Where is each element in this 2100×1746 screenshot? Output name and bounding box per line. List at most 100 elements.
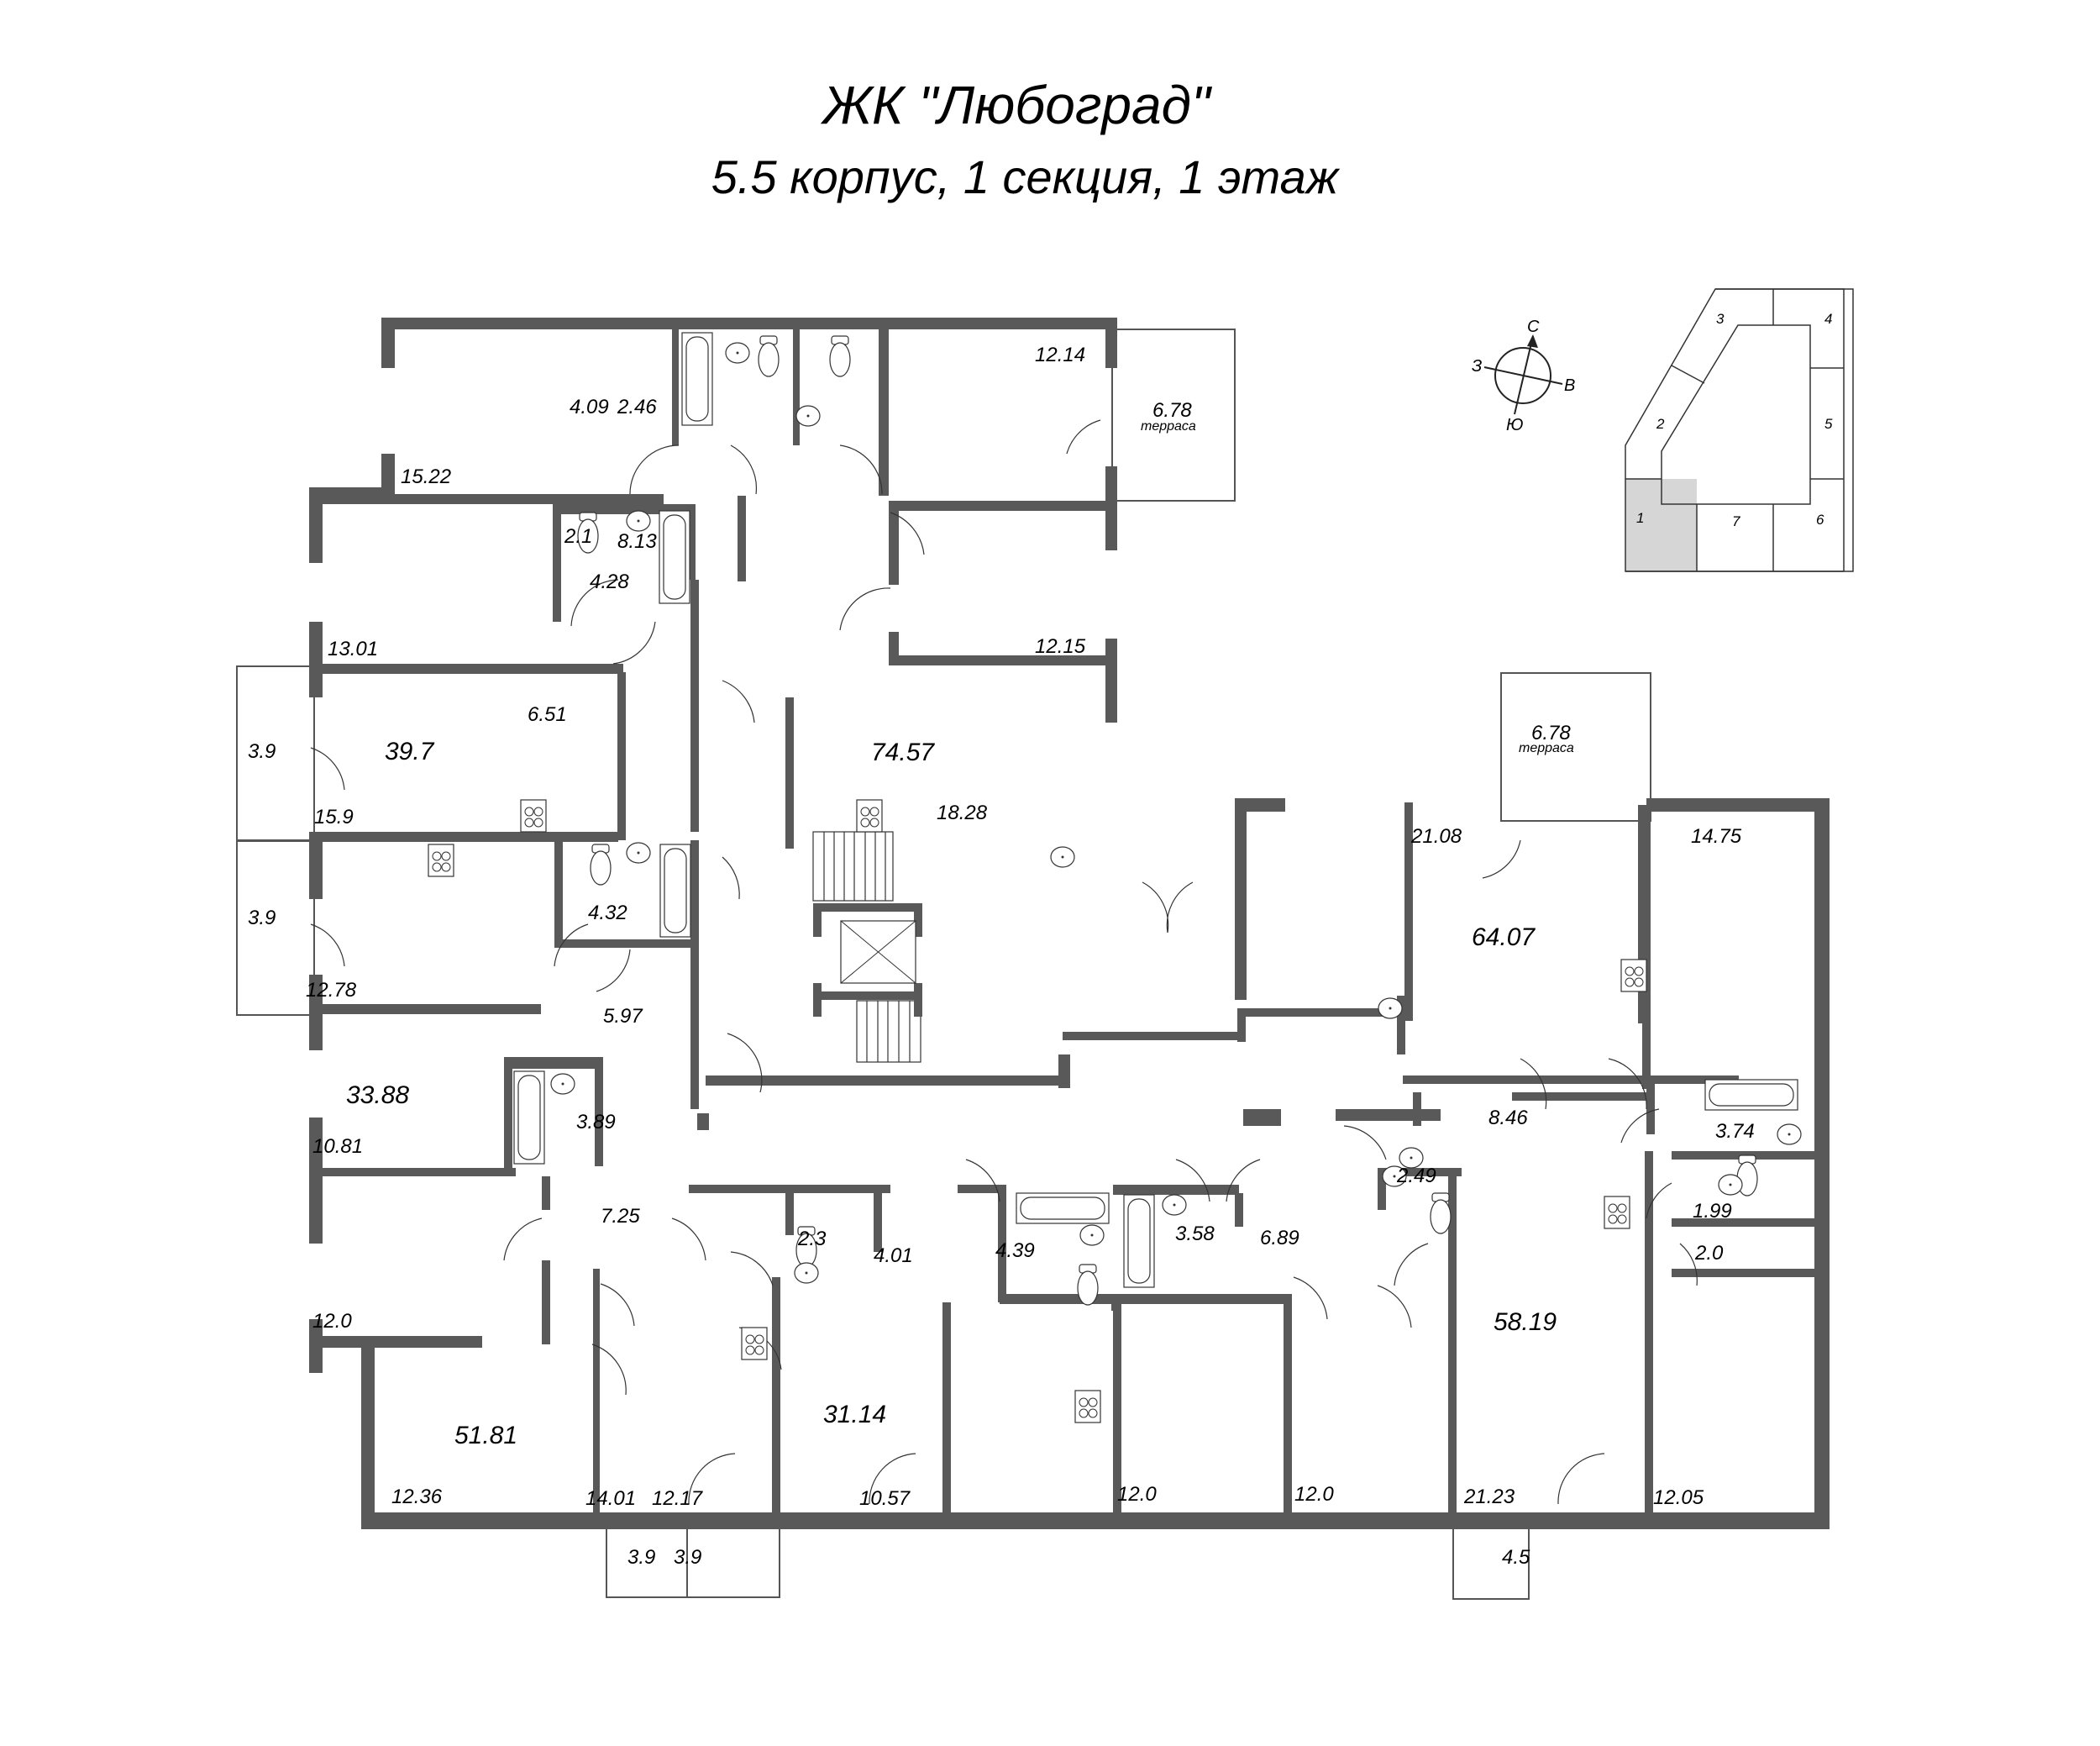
key-plan-label-6: 6 xyxy=(1816,512,1824,528)
apartment-total-area: 64.07 xyxy=(1472,923,1536,951)
compass-north: С xyxy=(1527,318,1540,336)
bathtub-icon xyxy=(1123,1194,1155,1288)
area-label: 10.57 xyxy=(859,1487,911,1510)
area-label: 10.81 xyxy=(312,1135,363,1158)
area-label: 7.25 xyxy=(601,1205,640,1228)
area-label: 12.15 xyxy=(1035,635,1086,658)
area-label: 12.0 xyxy=(312,1310,352,1333)
area-label: 2.46 xyxy=(617,396,657,418)
terrace-label: терраса xyxy=(1519,741,1574,755)
area-label: 5.97 xyxy=(603,1005,643,1028)
compass-icon: С З В Ю xyxy=(1472,318,1575,434)
area-label: 6.51 xyxy=(528,703,567,726)
area-label: 12.0 xyxy=(1294,1483,1334,1506)
area-label: 8.46 xyxy=(1488,1107,1528,1129)
key-plan: 1 2 3 4 5 6 7 xyxy=(1625,288,1854,572)
toilet-icon xyxy=(1077,1264,1099,1306)
sink-icon xyxy=(1050,846,1075,868)
area-label: 4.09 xyxy=(570,396,609,418)
key-plan-label-3: 3 xyxy=(1716,311,1725,327)
area-label: 14.75 xyxy=(1691,825,1742,848)
walls xyxy=(309,318,1830,1529)
compass-south: Ю xyxy=(1506,416,1523,434)
stove-icon xyxy=(856,799,883,833)
complex-title: ЖК "Любоград" xyxy=(822,75,1210,135)
terrace-area-label: 6.78 xyxy=(1531,722,1571,744)
compass-west: З xyxy=(1472,357,1482,376)
stairwell xyxy=(812,831,921,1063)
sink-icon xyxy=(1162,1194,1187,1216)
area-label: 12.0 xyxy=(1117,1483,1157,1506)
apartment-total-area: 51.81 xyxy=(454,1422,517,1449)
toilet-icon xyxy=(829,335,851,377)
toilet-icon xyxy=(1430,1192,1452,1234)
bathtub-icon xyxy=(1704,1079,1798,1111)
area-label: 21.23 xyxy=(1463,1486,1515,1508)
area-label: 4.39 xyxy=(995,1239,1035,1262)
apartment-total-area: 33.88 xyxy=(346,1081,409,1109)
sink-icon xyxy=(795,405,821,427)
area-label: 12.14 xyxy=(1035,344,1085,366)
area-label: 4.01 xyxy=(874,1244,913,1267)
area-label: 3.74 xyxy=(1715,1120,1755,1143)
area-label: 4.32 xyxy=(588,902,627,924)
terrace-area-label: 6.78 xyxy=(1152,399,1192,422)
doors xyxy=(310,419,1698,1505)
stove-icon xyxy=(1604,1196,1630,1229)
area-label: 1.99 xyxy=(1693,1200,1732,1223)
sink-icon xyxy=(626,842,651,864)
apartment-total-area: 31.14 xyxy=(823,1401,886,1428)
balconies xyxy=(236,329,1651,1600)
area-label: 6.89 xyxy=(1260,1227,1299,1249)
balcony-area-label: 4.5 xyxy=(1502,1546,1530,1569)
toilet-icon xyxy=(758,335,780,377)
balcony-area-label: 3.9 xyxy=(248,907,276,929)
stove-icon xyxy=(520,799,547,833)
area-label: 8.13 xyxy=(617,530,657,553)
stove-icon xyxy=(1620,959,1647,992)
area-label: 18.28 xyxy=(937,802,988,824)
key-plan-section-1-highlight xyxy=(1625,479,1697,571)
bathtub-icon xyxy=(659,510,690,604)
area-label: 12.36 xyxy=(391,1486,443,1508)
elevator-shaft xyxy=(813,903,922,1017)
area-label: 15.22 xyxy=(401,465,451,488)
sink-icon xyxy=(1079,1224,1105,1246)
bathtub-icon xyxy=(659,844,691,938)
floor-subtitle: 5.5 корпус, 1 секция, 1 этаж xyxy=(711,150,1339,203)
key-plan-label-5: 5 xyxy=(1824,416,1833,432)
balcony-area-label: 3.9 xyxy=(248,740,276,763)
sink-icon xyxy=(794,1262,819,1284)
terrace-label: терраса xyxy=(1141,419,1196,434)
bathtub-icon xyxy=(513,1070,545,1165)
area-label: 2.49 xyxy=(1396,1165,1436,1187)
area-label: 3.58 xyxy=(1175,1223,1215,1245)
balcony-area-label: 3.9 xyxy=(674,1546,701,1569)
stove-icon xyxy=(428,844,454,877)
stove-icon xyxy=(741,1327,768,1360)
area-label: 2.1 xyxy=(564,525,592,548)
bathtub-icon xyxy=(681,332,713,426)
key-plan-label-7: 7 xyxy=(1732,513,1740,529)
apartment-total-area: 39.7 xyxy=(385,738,435,765)
area-label: 4.28 xyxy=(590,571,629,593)
key-plan-label-1: 1 xyxy=(1636,510,1644,526)
area-label: 15.9 xyxy=(314,806,354,828)
sink-icon xyxy=(550,1073,575,1095)
toilet-icon xyxy=(590,844,612,886)
area-label: 12.05 xyxy=(1653,1486,1704,1509)
compass-east: В xyxy=(1564,376,1575,395)
area-label: 2.0 xyxy=(1694,1242,1724,1265)
area-label: 21.08 xyxy=(1410,825,1462,848)
sink-icon xyxy=(1378,997,1403,1019)
sink-icon xyxy=(725,342,750,364)
key-plan-label-4: 4 xyxy=(1824,311,1832,327)
apartment-total-area: 58.19 xyxy=(1494,1308,1557,1336)
area-label: 12.78 xyxy=(306,979,357,1002)
area-labels: 15.22 4.09 2.46 12.14 6.78 терраса 2.1 8… xyxy=(248,344,1755,1569)
sink-icon xyxy=(1718,1174,1743,1196)
apartment-total-area: 74.57 xyxy=(871,739,935,766)
area-label: 12.17 xyxy=(652,1487,704,1510)
area-label: 2.3 xyxy=(797,1228,827,1250)
